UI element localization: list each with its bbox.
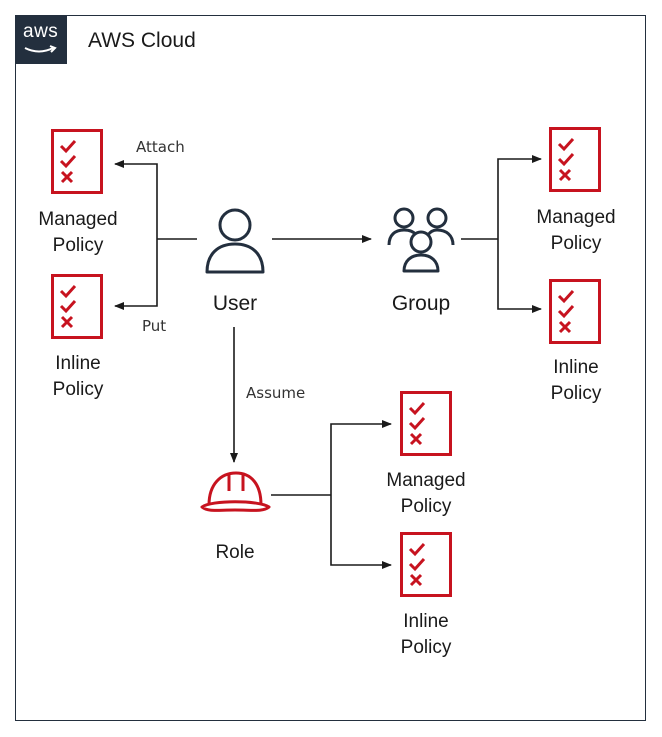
group-managed-policy-label: Managed Policy xyxy=(516,205,636,257)
arrow-role-managed xyxy=(330,420,392,495)
label-line: Inline xyxy=(403,611,449,632)
aws-logo-icon: aws xyxy=(15,15,67,64)
policy-document-icon xyxy=(549,279,601,344)
aws-smile-icon xyxy=(24,45,57,53)
arrow-put xyxy=(114,239,158,310)
group-inline-policy-label: Inline Policy xyxy=(516,355,636,407)
arrow-group-inline xyxy=(497,239,542,313)
label-line: Managed xyxy=(386,470,466,491)
policy-document-icon xyxy=(400,391,452,456)
user-managed-policy-label: Managed Policy xyxy=(18,207,138,259)
group-label: Group xyxy=(391,292,451,315)
label-line: Policy xyxy=(52,379,104,400)
label-line: Policy xyxy=(550,383,602,404)
role-inline-policy-label: Inline Policy xyxy=(366,609,486,661)
edge-label-put: Put xyxy=(142,317,167,335)
label-line: Policy xyxy=(550,233,602,254)
arrow-group-managed xyxy=(497,155,542,239)
label-line: Policy xyxy=(400,637,452,658)
label-line: Inline xyxy=(55,353,101,374)
group-icon xyxy=(387,207,455,273)
arrow-role-inline xyxy=(330,495,392,569)
label-line: Policy xyxy=(52,235,104,256)
policy-document-icon xyxy=(549,127,601,192)
role-label: Role xyxy=(215,542,255,563)
policy-document-icon xyxy=(400,532,452,597)
user-icon xyxy=(205,208,265,274)
aws-cloud-frame xyxy=(15,15,646,721)
label-line: Policy xyxy=(400,496,452,517)
label-line: Managed xyxy=(38,209,118,230)
edge-label-attach: Attach xyxy=(136,138,185,156)
user-inline-policy-label: Inline Policy xyxy=(18,351,138,403)
label-line: Managed xyxy=(536,207,616,228)
user-label: User xyxy=(212,292,258,315)
role-managed-policy-label: Managed Policy xyxy=(366,468,486,520)
diagram-title: AWS Cloud xyxy=(88,29,196,52)
aws-logo-text: aws xyxy=(23,21,59,42)
edge-label-assume: Assume xyxy=(246,384,306,402)
policy-document-icon xyxy=(51,129,103,194)
arrow-attach xyxy=(114,160,158,239)
policy-document-icon xyxy=(51,274,103,339)
label-line: Inline xyxy=(553,357,599,378)
role-helmet-icon xyxy=(200,471,271,512)
